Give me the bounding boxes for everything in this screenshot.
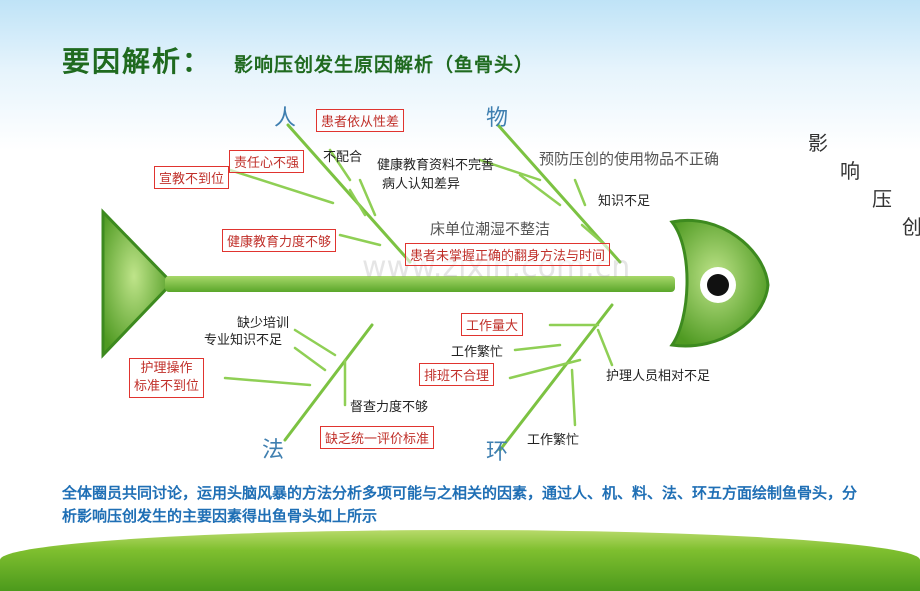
- category-wu: 物: [486, 106, 509, 131]
- cause-bed-damp: 床单位潮湿不整洁: [430, 220, 551, 238]
- fish-tail: [101, 208, 175, 359]
- bone-huan: [498, 303, 614, 452]
- cause-responsibility: 责任心不强: [229, 150, 305, 173]
- cause-scheduling: 排班不合理: [419, 363, 495, 386]
- cause-nursing-operation-line1: 护理操作: [140, 361, 193, 376]
- cause-health-education-effort: 健康教育力度不够: [222, 229, 337, 252]
- cause-nursing-operation: 护理操作 标准不到位: [129, 358, 205, 398]
- category-huan: 环: [486, 440, 509, 465]
- cause-cognitive-difference: 病人认知差异: [382, 177, 461, 192]
- grass-hill: [0, 530, 920, 591]
- cause-busy-1: 工作繁忙: [451, 345, 504, 360]
- effect-char-3: 压: [872, 187, 892, 211]
- cause-knowledge-lacking: 知识不足: [598, 194, 651, 209]
- category-fa: 法: [262, 438, 285, 463]
- effect-char-1: 影: [808, 131, 828, 155]
- cause-nursing-operation-line2: 标准不到位: [134, 379, 200, 394]
- cause-not-cooperative: 不配合: [323, 150, 363, 165]
- bone-ren: [286, 123, 412, 264]
- cause-busy-2: 工作繁忙: [527, 433, 580, 448]
- page-subtitle: 影响压创发生原因解析（鱼骨头）: [234, 54, 535, 76]
- cause-supervision: 督查力度不够: [350, 400, 429, 415]
- cause-lack-training: 缺少培训: [237, 316, 290, 331]
- page-title: 要因解析：: [62, 45, 213, 78]
- summary-text: 全体圈员共同讨论，运用头脑风暴的方法分析多项可能与之相关的因素，通过人、机、料、…: [62, 484, 858, 525]
- cause-turning-method: 患者未掌握正确的翻身方法与时间: [405, 243, 611, 266]
- bone-fa: [283, 323, 374, 442]
- cause-education-insufficient: 宣教不到位: [154, 166, 230, 189]
- cause-professional-knowledge: 专业知识不足: [204, 333, 283, 348]
- effect-char-2: 响: [840, 159, 860, 183]
- effect-char-4: 创: [902, 215, 920, 239]
- fish-pupil: [707, 274, 729, 296]
- cause-evaluation-standard: 缺乏统一评价标准: [320, 426, 435, 449]
- cause-staff-shortage: 护理人员相对不足: [606, 369, 711, 384]
- category-ren: 人: [274, 106, 297, 131]
- cause-workload: 工作量大: [461, 313, 524, 336]
- fish-spine: [165, 276, 675, 292]
- cause-education-materials: 健康教育资料不完善: [377, 158, 495, 173]
- cause-prevention-items: 预防压创的使用物品不正确: [539, 150, 720, 168]
- cause-patient-compliance: 患者依从性差: [316, 109, 405, 132]
